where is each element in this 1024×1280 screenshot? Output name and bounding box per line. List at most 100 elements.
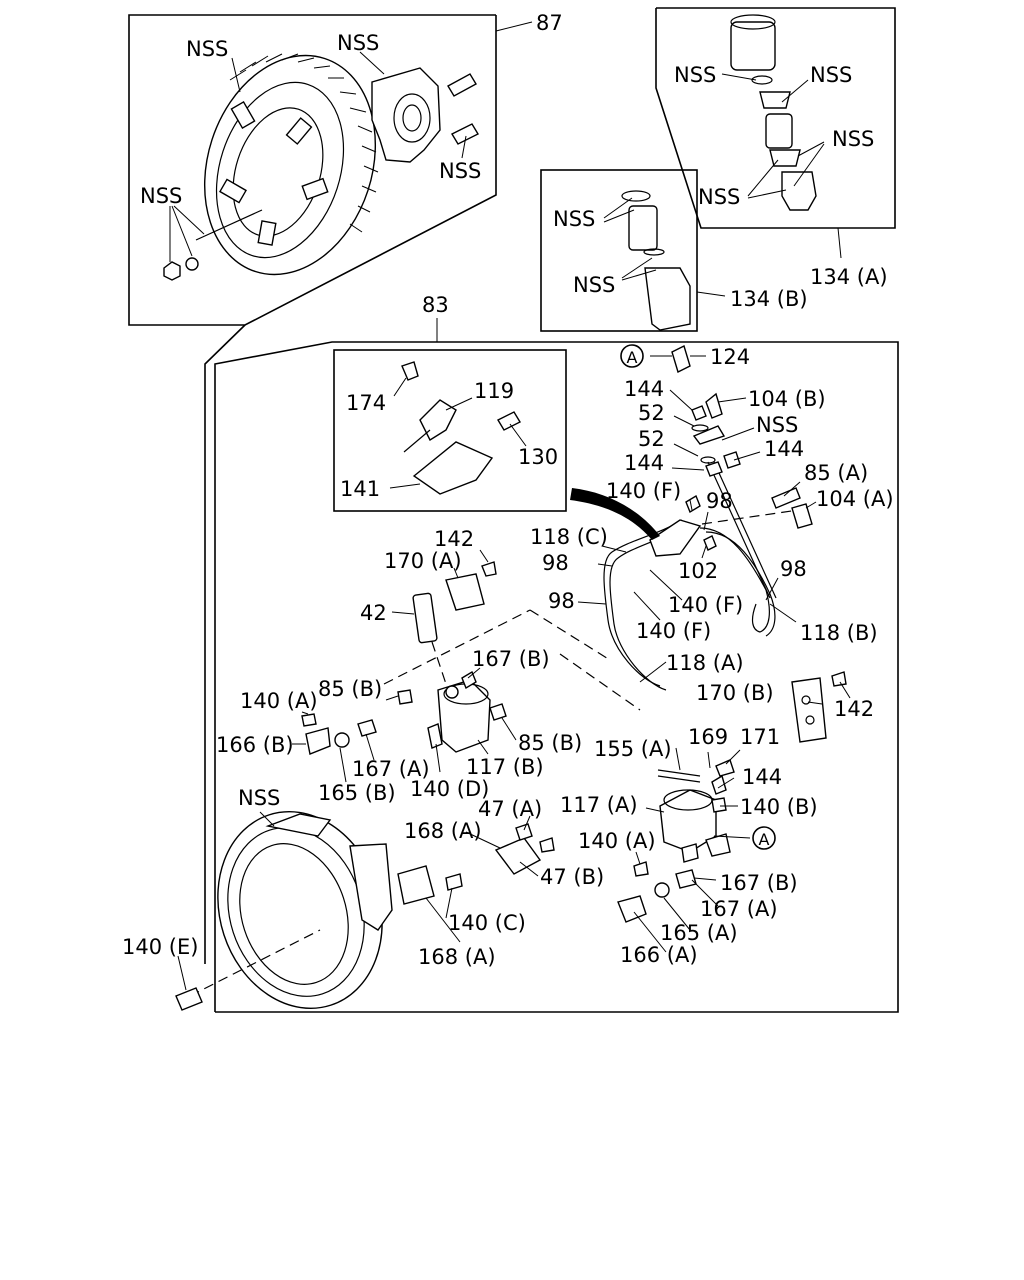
label-134a: 134 (A) xyxy=(810,265,888,289)
label-142: 142 xyxy=(434,527,474,551)
label-47a: 47 (A) xyxy=(478,797,542,821)
label-52: 52 xyxy=(638,401,665,425)
label-140e: 140 (E) xyxy=(122,935,198,959)
label-134b: 134 (B) xyxy=(730,287,808,311)
label-144: 144 xyxy=(742,765,782,789)
frame-134a xyxy=(655,7,896,259)
label-nss: NSS xyxy=(186,37,228,61)
ref-a-label: A xyxy=(627,348,638,367)
fan-bolts xyxy=(163,73,479,281)
label-140a: 140 (A) xyxy=(240,689,318,713)
label-169: 169 xyxy=(688,725,728,749)
label-102: 102 xyxy=(678,559,718,583)
label-nss: NSS xyxy=(238,786,280,810)
frame-87 xyxy=(128,14,533,326)
label-98: 98 xyxy=(548,589,575,613)
linkage-166a xyxy=(617,843,699,923)
label-85a: 85 (A) xyxy=(804,461,868,485)
label-104b: 104 (B) xyxy=(748,387,826,411)
ref-marker-a-bottom: A xyxy=(752,826,776,850)
solenoid-134b xyxy=(621,190,691,331)
label-144: 144 xyxy=(624,451,664,475)
label-168a: 168 (A) xyxy=(404,819,482,843)
label-85b: 85 (B) xyxy=(318,677,382,701)
label-124: 124 xyxy=(710,345,750,369)
label-166b: 166 (B) xyxy=(216,733,294,757)
flywheel-housing xyxy=(175,811,393,1011)
label-nss: NSS xyxy=(439,159,481,183)
cover-170b xyxy=(791,671,847,743)
plates-168a xyxy=(397,823,555,905)
solenoid-117b xyxy=(397,670,507,753)
label-140f: 140 (F) xyxy=(636,619,711,643)
label-140a: 140 (A) xyxy=(578,829,656,853)
label-85b: 85 (B) xyxy=(518,731,582,755)
label-118a: 118 (A) xyxy=(666,651,744,675)
solenoid-117a xyxy=(657,759,735,857)
frame-83 xyxy=(204,318,899,1013)
label-171: 171 xyxy=(740,725,780,749)
label-nss: NSS xyxy=(810,63,852,87)
label-165a: 165 (A) xyxy=(660,921,738,945)
label-nss: NSS xyxy=(337,31,379,55)
label-168a: 168 (A) xyxy=(418,945,496,969)
cover-170a xyxy=(445,561,497,611)
label-174: 174 xyxy=(346,391,386,415)
label-117a: 117 (A) xyxy=(560,793,638,817)
fan-wheel xyxy=(203,53,379,276)
frame-inset-119 xyxy=(333,349,567,512)
label-118c: 118 (C) xyxy=(530,525,608,549)
label-52: 52 xyxy=(638,427,665,451)
label-104a: 104 (A) xyxy=(816,487,894,511)
label-118b: 118 (B) xyxy=(800,621,878,645)
label-98: 98 xyxy=(706,489,733,513)
rod-42 xyxy=(412,592,449,691)
ref-marker-a-top: A xyxy=(620,344,644,368)
ref-a-label: A xyxy=(759,830,770,849)
label-165b: 165 (B) xyxy=(318,781,396,805)
label-142: 142 xyxy=(834,697,874,721)
label-83: 83 xyxy=(422,293,449,317)
label-167a: 167 (A) xyxy=(352,757,430,781)
label-119: 119 xyxy=(474,379,514,403)
label-144: 144 xyxy=(624,377,664,401)
label-117b: 117 (B) xyxy=(466,755,544,779)
direction-arrow xyxy=(570,488,660,540)
label-nss: NSS xyxy=(756,413,798,437)
label-167b: 167 (B) xyxy=(472,647,550,671)
fuel-lines xyxy=(603,345,813,691)
label-nss: NSS xyxy=(698,185,740,209)
label-167a: 167 (A) xyxy=(700,897,778,921)
label-98: 98 xyxy=(780,557,807,581)
label-140c: 140 (C) xyxy=(448,911,526,935)
leader-lines xyxy=(169,51,851,991)
dashed-link-lines xyxy=(383,609,641,711)
label-47b: 47 (B) xyxy=(540,865,604,889)
label-167b: 167 (B) xyxy=(720,871,798,895)
label-166a: 166 (A) xyxy=(620,943,698,967)
label-140d: 140 (D) xyxy=(410,777,489,801)
label-nss: NSS xyxy=(674,63,716,87)
label-nss: NSS xyxy=(140,184,182,208)
label-140f: 140 (F) xyxy=(668,593,743,617)
fan-bracket xyxy=(371,67,441,163)
label-140f: 140 (F) xyxy=(606,479,681,503)
solenoid-134a xyxy=(730,14,817,211)
label-144: 144 xyxy=(764,437,804,461)
frame-134b xyxy=(540,169,726,332)
label-98: 98 xyxy=(542,551,569,575)
label-170b: 170 (B) xyxy=(696,681,774,705)
label-87: 87 xyxy=(536,11,563,35)
label-155a: 155 (A) xyxy=(594,737,672,761)
label-nss: NSS xyxy=(553,207,595,231)
label-nss: NSS xyxy=(573,273,615,297)
label-130: 130 xyxy=(518,445,558,469)
part-labels: 87 83 134 (A) 134 (B) NSS NSS NSS NSS NS… xyxy=(122,11,894,969)
label-141: 141 xyxy=(340,477,380,501)
label-42: 42 xyxy=(360,601,387,625)
label-170a: 170 (A) xyxy=(384,549,462,573)
label-nss: NSS xyxy=(832,127,874,151)
linkage-166b xyxy=(301,713,377,755)
